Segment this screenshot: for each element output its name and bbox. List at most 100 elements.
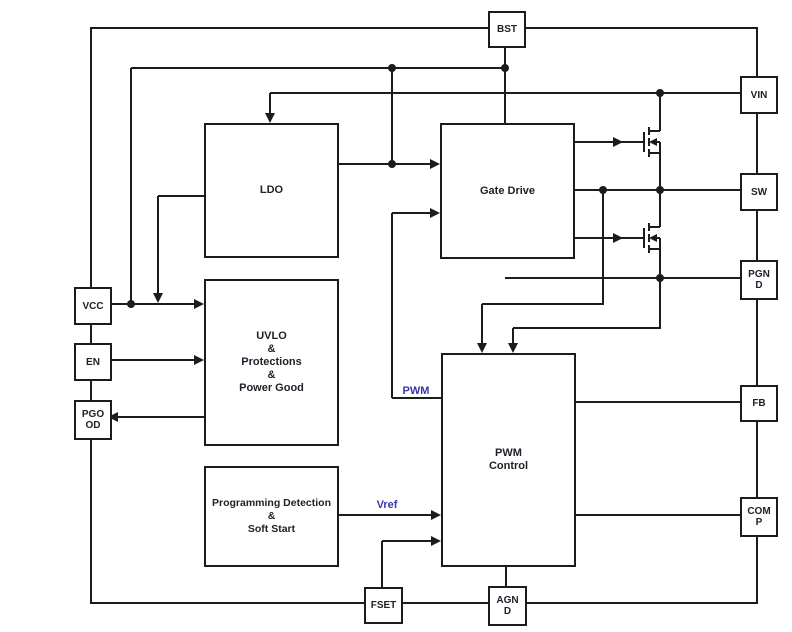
pin-pgood-label: PGO [81, 409, 105, 420]
block-prog-detect-line: Soft Start [247, 523, 296, 535]
arrowhead-left [108, 412, 118, 422]
block-prog-detect-line: & [267, 510, 276, 522]
wire-sw-line [571, 189, 740, 191]
pin-pgood-label: OD [85, 420, 101, 431]
wire-sw-sense-h [482, 303, 603, 305]
arrowhead-down [508, 343, 518, 353]
wire-ldo-to-gatedrive [335, 163, 432, 165]
block-uvlo-line: & [267, 343, 276, 355]
pin-vcc-label: VCC [82, 300, 104, 312]
wire-ldo-left-out [158, 195, 205, 197]
arrowhead-right [613, 137, 623, 147]
wire-fset-riser [381, 541, 383, 588]
pin-agnd: AGN D [488, 586, 527, 626]
pin-pgnd-label: PGN [748, 269, 770, 280]
block-gate-drive: Gate Drive [440, 123, 575, 259]
pin-comp-label: P [755, 517, 763, 528]
block-uvlo-line: Protections [241, 356, 302, 368]
pin-vin: VIN [740, 76, 778, 114]
block-uvlo-line: Power Good [239, 382, 304, 394]
block-uvlo-protections-power-good: UVLO & Protections & Power Good [204, 279, 339, 446]
wire-fset-h [382, 540, 433, 542]
signal-label-pwm: PWM [402, 385, 430, 397]
pin-fb-label: FB [752, 398, 766, 409]
wire-agnd-drop [505, 563, 507, 587]
junction-dot [388, 64, 396, 72]
wire-pwm-signal-v [391, 213, 393, 398]
block-prog-detect-line: Programming Detection [211, 497, 332, 509]
junction-dot [388, 160, 396, 168]
junction-dot [656, 274, 664, 282]
block-pwm-control-line: PWM [495, 447, 522, 459]
junction-dot [656, 89, 664, 97]
wire-pgnd-sense-v [659, 278, 661, 329]
wire-pwm-to-gatedrive [392, 212, 432, 214]
junction-dot [127, 300, 135, 308]
wire-uvlo-to-pgood [116, 416, 204, 418]
arrowhead-down [265, 113, 275, 123]
arrowhead-right [430, 208, 440, 218]
wire-vin-to-ldo-drop [269, 93, 271, 115]
junction-dot [501, 64, 509, 72]
arrowhead-right [431, 510, 441, 520]
mosfet-low-side-icon [643, 223, 661, 253]
pin-agnd-label: AGN [496, 595, 519, 606]
wire-ldo-out-riser [391, 68, 393, 164]
pin-bst: BST [488, 11, 526, 48]
junction-dot [599, 186, 607, 194]
wire-pgnd-sense-drop [512, 328, 514, 344]
arrowhead-down [477, 343, 487, 353]
wire-vcc-riser [130, 68, 132, 304]
pin-sw-label: SW [750, 186, 768, 198]
pin-en-label: EN [86, 356, 100, 368]
pin-comp: COM P [740, 497, 778, 537]
block-gate-drive-label: Gate Drive [479, 184, 536, 197]
block-ldo-label: LDO [259, 184, 284, 196]
block-programming-detection-soft-start: Programming Detection & Soft Start [204, 466, 339, 567]
mosfet-high-side-icon [643, 127, 661, 157]
arrowhead-down [153, 293, 163, 303]
arrowhead-right [613, 233, 623, 243]
wire-pgnd-line [505, 277, 740, 279]
pin-sw: SW [740, 173, 778, 211]
wire-bst-drop [504, 43, 506, 123]
wire-comp-line [572, 514, 740, 516]
pin-bst-label: BST [497, 24, 517, 35]
wire-hs-gate [571, 141, 644, 143]
wire-fb-line [572, 401, 740, 403]
wire-sw-sense-drop [481, 304, 483, 344]
wire-pwm-signal-h [392, 397, 441, 399]
pin-pgnd: PGN D [740, 260, 778, 300]
arrowhead-right [430, 159, 440, 169]
block-uvlo-line: UVLO [256, 330, 287, 342]
wire-vcc-to-uvlo [108, 303, 196, 305]
pin-fb: FB [740, 385, 778, 422]
wire-en-to-uvlo [108, 359, 196, 361]
arrowhead-right [194, 299, 204, 309]
pin-agnd-label: D [503, 606, 512, 617]
wire-hs-drain [659, 93, 661, 131]
signal-label-vref: Vref [376, 499, 398, 511]
arrowhead-right [431, 536, 441, 546]
pin-fset: FSET [364, 587, 403, 624]
pin-pgood: PGO OD [74, 400, 112, 440]
pin-vin-label: VIN [750, 89, 768, 101]
junction-dot [656, 186, 664, 194]
block-uvlo-line: & [267, 369, 276, 381]
arrowhead-right [194, 355, 204, 365]
wire-ls-drain [659, 190, 661, 227]
pin-en: EN [74, 343, 112, 381]
wire-ls-source [659, 249, 661, 278]
wire-vcc-bst-rail [131, 67, 506, 69]
wire-vref-line [335, 514, 433, 516]
ic-boundary [90, 27, 758, 604]
wire-sw-sense-v [602, 190, 604, 305]
wire-hs-source [659, 153, 661, 190]
block-ldo: LDO [204, 123, 339, 258]
pin-pgnd-label: D [755, 280, 763, 291]
wire-ldo-to-vccline-drop [157, 196, 159, 293]
pin-vcc: VCC [74, 287, 112, 325]
pin-comp-label: COM [747, 506, 771, 517]
wire-ls-gate [571, 237, 644, 239]
